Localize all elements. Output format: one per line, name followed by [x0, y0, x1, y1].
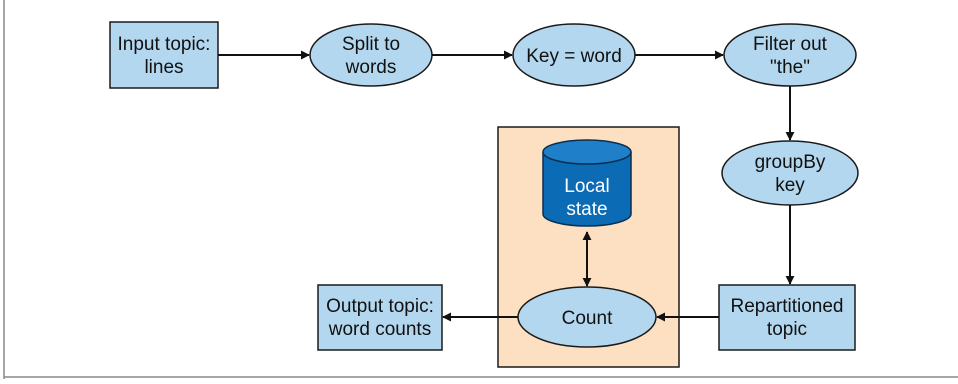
input-topic-label-line1: Input topic:: [118, 34, 211, 55]
repartitioned-topic-box: [718, 284, 856, 351]
local-state-label-line2: state: [566, 199, 607, 220]
count-node: Count: [517, 286, 657, 348]
split-to-words-node: Split to words: [309, 23, 433, 87]
key-equals-word-node: Key = word: [512, 23, 636, 87]
local-state-database: Local state: [542, 139, 632, 227]
split-to-words-label-line2: words: [345, 57, 397, 78]
groupby-key-label-line1: groupBy: [755, 152, 826, 173]
groupby-key-label-line2: key: [775, 175, 805, 196]
repartitioned-topic-label-line1: Repartitioned: [730, 296, 843, 317]
output-topic-label-line2: word counts: [328, 319, 431, 340]
database-top-ellipse: [542, 139, 632, 165]
input-topic-node: Input topic: lines: [109, 21, 219, 89]
count-label: Count: [562, 308, 613, 329]
groupby-key-node: groupBy key: [721, 140, 859, 206]
output-topic-node: Output topic: word counts: [317, 284, 443, 351]
key-equals-word-label: Key = word: [526, 46, 622, 67]
local-state-label-line1: Local: [564, 176, 609, 197]
input-topic-label-line2: lines: [144, 57, 183, 78]
filter-out-the-node: Filter out "the": [723, 23, 857, 87]
split-to-words-label-line1: Split to: [342, 34, 400, 55]
database-icon: [542, 152, 632, 227]
repartitioned-topic-label-line2: topic: [767, 319, 807, 340]
filter-out-the-label-line2: "the": [770, 57, 810, 78]
filter-out-the-label-line1: Filter out: [753, 34, 828, 55]
repartitioned-topic-node: Repartitioned topic: [718, 284, 856, 351]
output-topic-box: [317, 284, 443, 351]
input-topic-box: [109, 21, 219, 89]
output-topic-label-line1: Output topic:: [326, 296, 434, 317]
